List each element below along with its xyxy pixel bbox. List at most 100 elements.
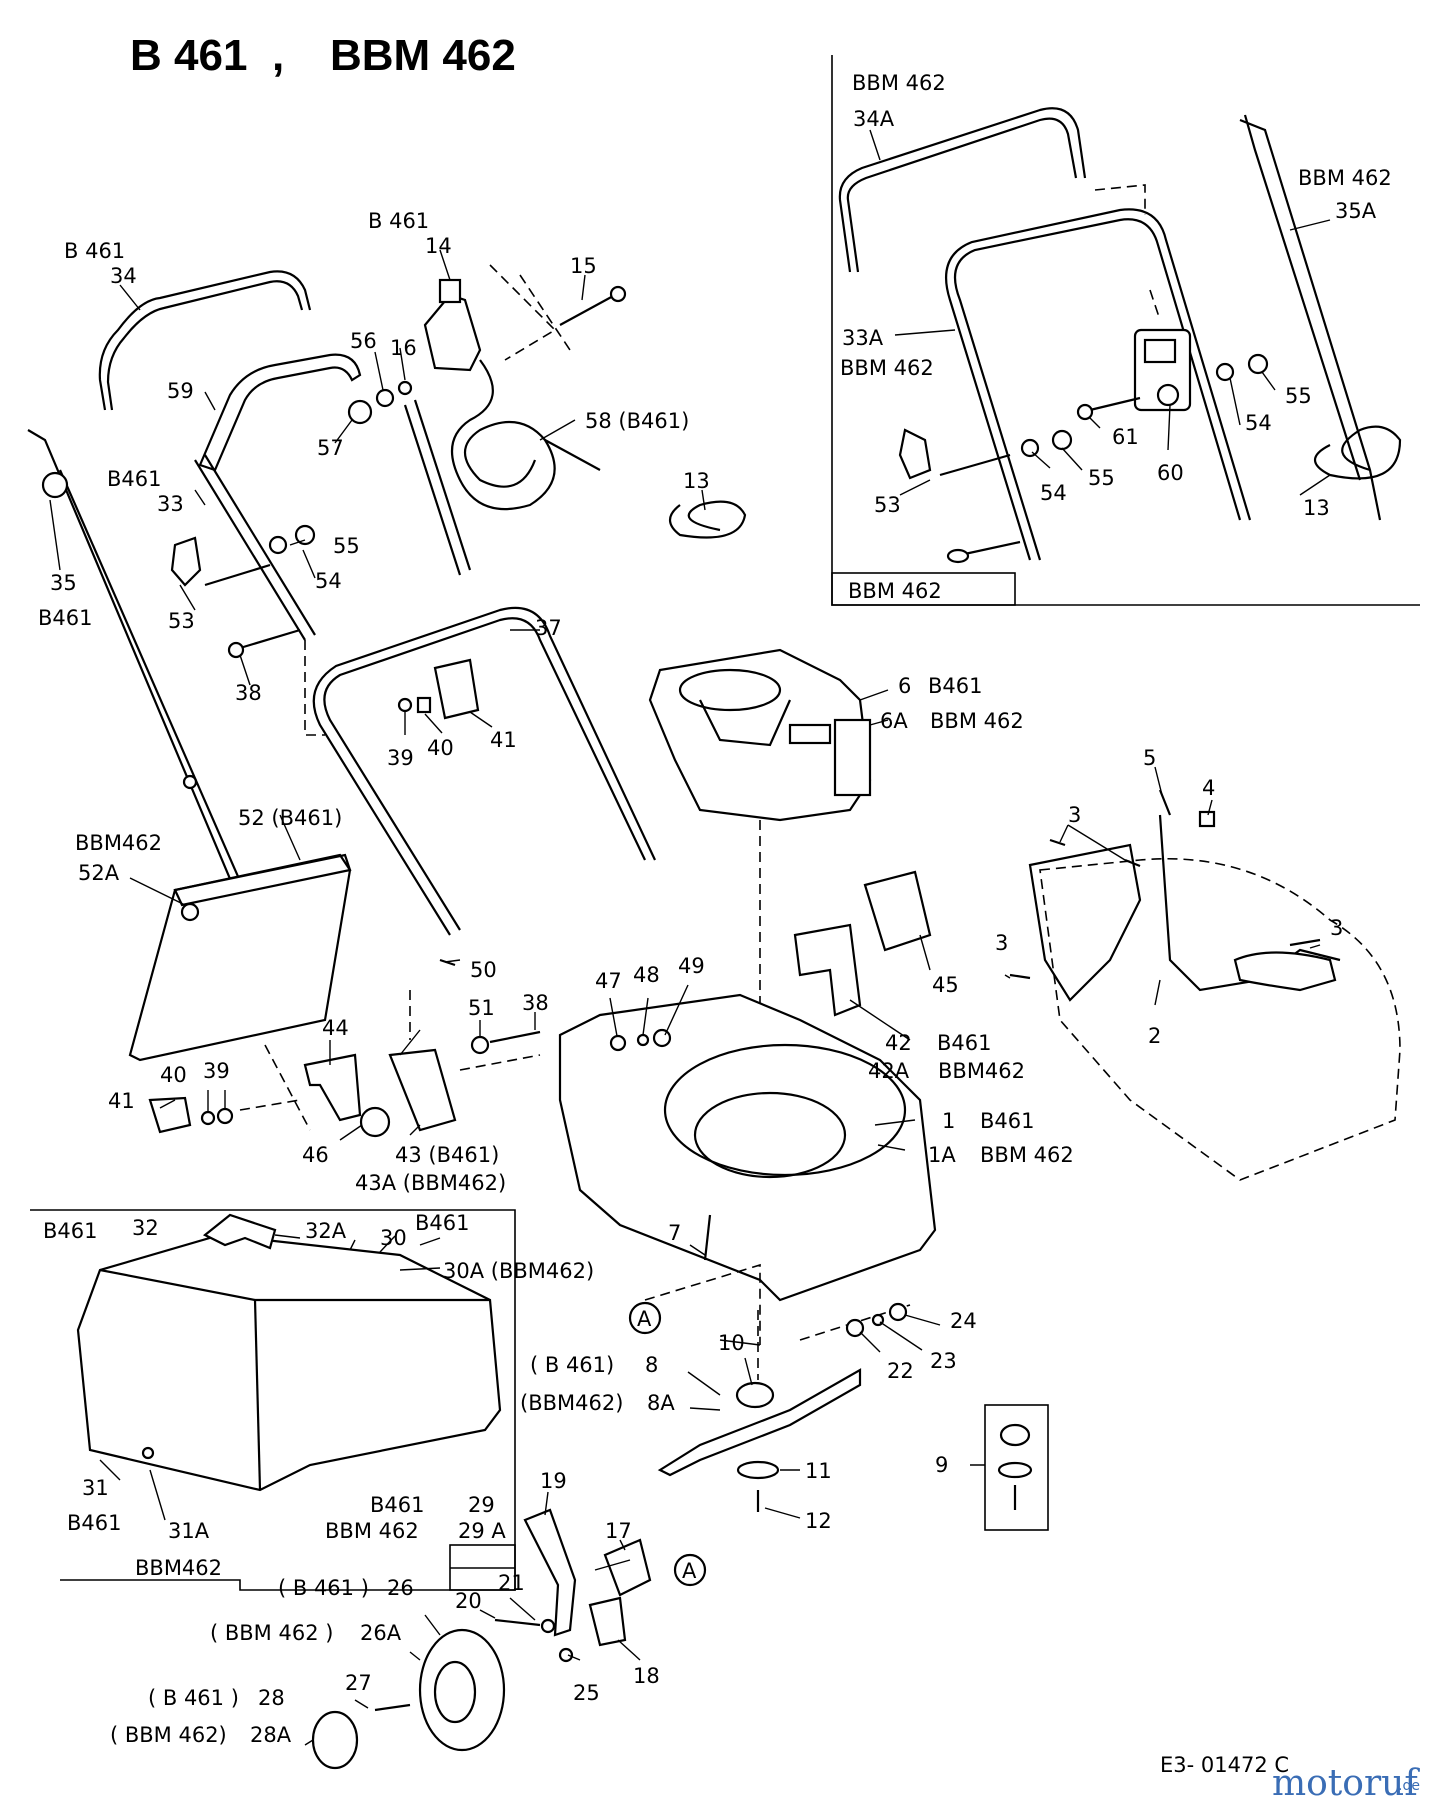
label-bbm-28a: ( BBM 462) bbox=[110, 1723, 227, 1747]
kit-9-box bbox=[984, 1404, 1049, 1531]
washer-51-shape bbox=[470, 1035, 490, 1055]
label-54a: 54 bbox=[315, 569, 342, 593]
knob-41a-shape bbox=[433, 658, 480, 720]
label-bbm-29a: BBM 462 bbox=[325, 1519, 419, 1543]
watermark: motoruf .de bbox=[1272, 1763, 1420, 1800]
label-49: 49 bbox=[678, 954, 705, 978]
label-60: 60 bbox=[1157, 461, 1184, 485]
label-9: 9 bbox=[935, 1453, 948, 1477]
knob-46-shape bbox=[359, 1106, 391, 1138]
label-1: 1 bbox=[942, 1109, 955, 1133]
label-b461-30: B461 bbox=[415, 1211, 470, 1235]
label-29a: 29 A bbox=[458, 1519, 506, 1543]
label-41b: 41 bbox=[108, 1089, 135, 1113]
inset-frame bbox=[831, 55, 1420, 606]
nut-4-shape bbox=[1198, 810, 1216, 828]
label-39b: 39 bbox=[203, 1059, 230, 1083]
label-3a: 3 bbox=[1068, 803, 1081, 827]
label-8a: 8A bbox=[647, 1391, 675, 1415]
label-42a: 42A bbox=[868, 1059, 910, 1083]
label-bbm-8a: (BBM462) bbox=[520, 1391, 623, 1415]
label-bbm-42a: BBM462 bbox=[938, 1059, 1025, 1083]
label-5: 5 bbox=[1143, 746, 1156, 770]
label-2: 2 bbox=[1148, 1024, 1161, 1048]
washer-11-shape bbox=[736, 1460, 780, 1480]
label-b461-catcher: B461 bbox=[43, 1219, 98, 1243]
label-17: 17 bbox=[605, 1519, 632, 1543]
watermark-suffix: .de bbox=[1398, 1778, 1420, 1794]
label-15: 15 bbox=[570, 254, 597, 278]
label-52: 52 (B461) bbox=[238, 806, 342, 830]
label-bbm-6a: BBM 462 bbox=[930, 709, 1024, 733]
label-b461-35: B461 bbox=[38, 606, 93, 630]
catcher-frame bbox=[30, 1209, 516, 1591]
wheel-26-shape bbox=[418, 1628, 506, 1752]
label-13b: 13 bbox=[1303, 496, 1330, 520]
catcher-body-shape bbox=[76, 1233, 502, 1492]
label-b461-42: B461 bbox=[937, 1031, 992, 1055]
screw-50-shape bbox=[439, 958, 456, 967]
deck-outline-right bbox=[1039, 857, 1401, 1181]
cable-35a-shape bbox=[1239, 118, 1382, 521]
bolt-20-shape bbox=[494, 1618, 541, 1627]
label-b461-26: ( B 461 ) bbox=[278, 1576, 369, 1600]
bracket-44-shape bbox=[303, 1053, 362, 1122]
label-38b: 38 bbox=[522, 991, 549, 1015]
label-32: 32 bbox=[132, 1216, 159, 1240]
watermark-main: motoruf bbox=[1272, 1763, 1420, 1800]
label-bbm-33a: BBM 462 bbox=[840, 356, 934, 380]
label-b461-14: B 461 bbox=[368, 209, 429, 233]
flap-2-shape bbox=[1028, 843, 1142, 1002]
label-b461-8: ( B 461) bbox=[530, 1353, 614, 1377]
label-bbm-52a: BBM462 bbox=[75, 831, 162, 855]
label-34a: 34A bbox=[853, 107, 895, 131]
label-18: 18 bbox=[633, 1664, 660, 1688]
label-50: 50 bbox=[470, 958, 497, 982]
lower-handle-33a-shape bbox=[953, 218, 1242, 561]
label-4: 4 bbox=[1202, 776, 1215, 800]
upper-handle-34a-shape bbox=[838, 107, 1087, 273]
label-b461-28: ( B 461 ) bbox=[148, 1686, 239, 1710]
plate-43-shape bbox=[388, 1048, 457, 1132]
marker-a-deck-label: A bbox=[637, 1307, 652, 1331]
knob-53b-shape bbox=[898, 428, 932, 480]
cap-28-shape bbox=[311, 1710, 359, 1770]
leader-lines bbox=[49, 129, 1331, 1746]
knob-53a-shape bbox=[170, 536, 202, 587]
engine-6 bbox=[648, 648, 872, 1060]
bolt-15-shape bbox=[559, 294, 616, 326]
label-24: 24 bbox=[950, 1309, 977, 1333]
label-55b: 55 bbox=[1285, 384, 1312, 408]
label-bbm-35a: BBM 462 bbox=[1298, 166, 1392, 190]
inset-bbm462-handle: BBM 462 BBM 462 bbox=[831, 55, 1420, 606]
title-model-a: B 461 bbox=[130, 31, 247, 80]
label-14: 14 bbox=[425, 234, 452, 258]
label-10: 10 bbox=[718, 1331, 745, 1355]
title-separator: , bbox=[272, 31, 284, 80]
grass-catcher-inset bbox=[30, 1209, 516, 1591]
rear-shield-shape bbox=[128, 853, 352, 1062]
adjuster-45-shape bbox=[863, 870, 932, 952]
label-19: 19 bbox=[540, 1469, 567, 1493]
catcher-handle-32-shape bbox=[202, 1213, 277, 1250]
label-29: 29 bbox=[468, 1493, 495, 1517]
lower-handle-33-shape bbox=[194, 459, 306, 641]
label-39a: 39 bbox=[387, 746, 414, 770]
label-56: 56 bbox=[350, 329, 377, 353]
label-21: 21 bbox=[498, 1571, 525, 1595]
bolt-61-shape bbox=[1089, 396, 1141, 412]
label-8: 8 bbox=[645, 1353, 658, 1377]
label-bbm-26a: ( BBM 462 ) bbox=[210, 1621, 333, 1645]
label-12: 12 bbox=[805, 1509, 832, 1533]
label-35: 35 bbox=[50, 571, 77, 595]
bolt-27-shape bbox=[374, 1703, 411, 1712]
clip-13b-shape bbox=[1313, 425, 1402, 480]
label-20: 20 bbox=[455, 1589, 482, 1613]
label-31a: 31A bbox=[168, 1519, 210, 1543]
label-31: 31 bbox=[82, 1476, 109, 1500]
adapter-10-shape bbox=[735, 1381, 775, 1409]
switch-14-shape bbox=[423, 293, 482, 372]
label-48: 48 bbox=[633, 963, 660, 987]
clip-13a-shape bbox=[668, 500, 747, 539]
